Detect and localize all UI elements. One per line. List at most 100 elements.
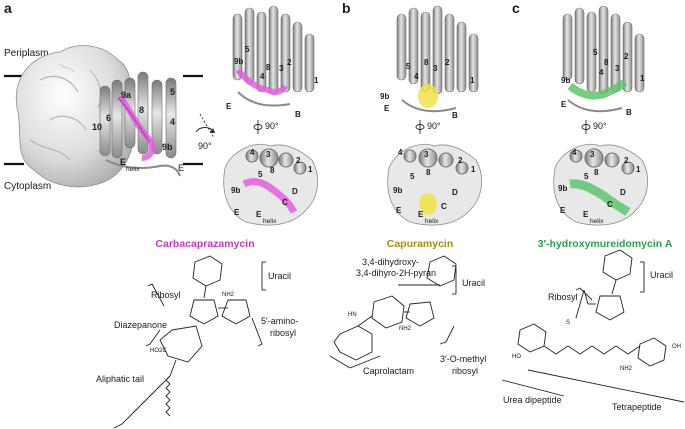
bot-a-8: 8 <box>270 166 275 175</box>
top-a-2: 2 <box>287 58 292 67</box>
bottom-cartoon-b <box>387 143 483 226</box>
bot-b-1: 1 <box>471 165 476 174</box>
panel-letter-c: c <box>512 0 520 16</box>
top-b-E: E <box>384 104 390 113</box>
bot-a-2: 2 <box>296 156 301 165</box>
bot-a-3: 3 <box>266 150 271 159</box>
top-c-9b: 9b <box>561 76 571 85</box>
bot-a-C: C <box>282 198 288 207</box>
bot-c-4: 4 <box>572 148 577 157</box>
cytoplasm-label: Cytoplasm <box>4 181 52 192</box>
label-a-ribosyl: Ribosyl <box>151 290 181 300</box>
bot-c-1: 1 <box>636 165 641 174</box>
helix-10: 10 <box>92 122 103 132</box>
bot-b-D: D <box>452 188 458 197</box>
bot-c-Ehelix: E <box>583 210 589 219</box>
structure-a <box>113 255 266 429</box>
label-b-pyran1: 3,4-dihydroxy- <box>362 257 420 267</box>
rotate-icons <box>253 120 591 134</box>
bot-c-E: E <box>560 206 566 215</box>
structure-c <box>501 249 685 403</box>
top-b-3: 3 <box>433 64 438 73</box>
label-c-tetrapeptide: Tetrapeptide <box>612 402 662 412</box>
rotation-arrow-a <box>195 113 215 139</box>
periplasm-label: Periplasm <box>4 48 49 59</box>
top-c-1: 1 <box>640 74 645 83</box>
label-c-uracil: Uracil <box>650 270 674 280</box>
bot-a-helix-sub: helix <box>263 218 277 225</box>
bot-a-E: E <box>234 208 240 217</box>
rotation-label-a2: 90° <box>265 121 279 131</box>
label-c-oh: OH <box>672 344 681 350</box>
label-a-uracil: Uracil <box>268 271 292 281</box>
bot-c-D: D <box>620 188 626 197</box>
top-a-4: 4 <box>260 72 265 81</box>
bot-b-5: 5 <box>410 172 415 181</box>
top-cartoon-b <box>396 5 479 113</box>
top-c-3: 3 <box>615 64 620 73</box>
top-b-B: B <box>452 111 458 120</box>
top-c-8: 8 <box>604 58 609 67</box>
helix-4: 4 <box>170 117 176 127</box>
rotation-label-c: 90° <box>593 121 607 131</box>
bot-b-C: C <box>441 202 447 211</box>
bot-b-3: 3 <box>424 150 429 159</box>
label-a-tail: Aliphatic tail <box>96 374 145 384</box>
helix-5: 5 <box>170 87 176 97</box>
label-b-methyl1: 3′-O-methyl <box>440 354 487 364</box>
bot-a-D: D <box>292 187 298 196</box>
top-c-2: 2 <box>624 52 629 61</box>
top-a-5: 5 <box>245 45 250 54</box>
side-view-cartoon <box>99 71 181 177</box>
bot-c-8: 8 <box>594 168 599 177</box>
helix-sub: helix <box>126 166 140 173</box>
membrane-lines <box>4 74 203 166</box>
label-b-pyran2: 3,4-dihyro-2H-pyran <box>356 268 437 278</box>
label-a-nh2: NH2 <box>222 292 235 298</box>
top-a-9b: 9b <box>234 57 244 66</box>
panel-letter-b: b <box>342 0 351 16</box>
bot-a-4: 4 <box>250 148 255 157</box>
top-cartoon-a <box>232 5 315 107</box>
bot-a-5: 5 <box>258 170 263 179</box>
bot-b-2: 2 <box>458 156 463 165</box>
compound-title-b: Capuramycin <box>386 238 454 250</box>
bot-a-Ehelix: E <box>256 210 262 219</box>
label-c-urea: Urea dipeptide <box>503 395 562 405</box>
bot-c-9b: 9b <box>558 184 568 193</box>
bot-c-helix-sub: helix <box>590 218 604 225</box>
label-a-amino1: 5′-amino- <box>261 316 299 326</box>
bot-c-5: 5 <box>584 172 589 181</box>
top-c-4: 4 <box>599 68 604 77</box>
panel-letter-a: a <box>4 0 12 16</box>
label-c-s: S <box>566 320 571 326</box>
label-c-ribosyl: Ribosyl <box>548 292 578 302</box>
top-b-8: 8 <box>424 58 429 67</box>
helix-6: 6 <box>106 113 112 123</box>
compound-title-a: Carbacaprazamycin <box>155 238 255 250</box>
helix-E: E <box>120 157 127 167</box>
bot-b-9b: 9b <box>393 186 403 195</box>
top-a-3: 3 <box>279 64 284 73</box>
label-b-methyl2: ribosyl <box>452 366 479 376</box>
bottom-cartoon-a <box>223 143 319 226</box>
bot-b-Ehelix: E <box>418 210 424 219</box>
bot-a-1: 1 <box>308 165 313 174</box>
bot-b-8: 8 <box>426 168 431 177</box>
helix-8: 8 <box>139 105 145 115</box>
top-c-E: E <box>561 100 567 109</box>
bot-a-9b: 9b <box>231 186 241 195</box>
top-a-1: 1 <box>314 76 319 85</box>
bot-c-C: C <box>607 200 613 209</box>
helix-E-2: E <box>178 163 185 173</box>
top-b-2: 2 <box>445 58 450 67</box>
top-b-4: 4 <box>414 72 419 81</box>
top-c-5: 5 <box>593 48 598 57</box>
bottom-cartoon-c <box>553 143 649 226</box>
rotation-label-b: 90° <box>427 121 441 131</box>
label-b-hn: HN <box>348 312 357 318</box>
top-b-5: 5 <box>406 62 411 71</box>
top-b-1: 1 <box>470 76 475 85</box>
bot-b-helix-sub: helix <box>425 218 439 225</box>
